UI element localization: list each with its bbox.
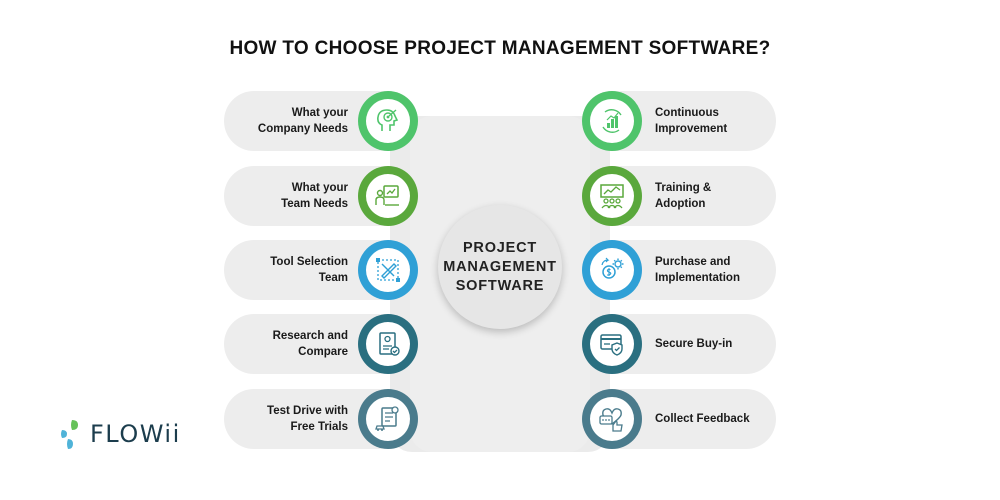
- step-icon-ring: [582, 389, 642, 449]
- step-icon-ring: [358, 314, 418, 374]
- coin-gear-icon: [601, 257, 624, 279]
- step-icon-ring: [358, 389, 418, 449]
- document-check-icon: [379, 332, 400, 356]
- page-title: HOW TO CHOOSE PROJECT MANAGEMENT SOFTWAR…: [229, 38, 771, 59]
- training-board-icon: [600, 184, 624, 209]
- step-label: Secure Buy-in: [655, 338, 733, 350]
- design-tools-icon: [376, 258, 400, 282]
- step-company-needs: What your Company Needs: [224, 91, 418, 151]
- step-test-drive: Test Drive with Free Trials: [224, 389, 418, 449]
- feedback-hand-icon: [599, 408, 623, 432]
- hub-line: MANAGEMENT: [443, 258, 557, 275]
- growth-chart-icon: [602, 109, 622, 133]
- step-label: Research and Compare: [272, 330, 348, 358]
- step-icon-ring: [582, 166, 642, 226]
- hub-line: SOFTWARE: [455, 277, 545, 294]
- step-icon-ring: [358, 91, 418, 151]
- step-label: What your Company Needs: [257, 107, 348, 135]
- step-tool-selection-team: Tool Selection Team: [224, 240, 418, 300]
- step-continuous-improvement: Continuous Improvement: [582, 91, 776, 151]
- step-label: Continuous Improvement: [655, 107, 728, 135]
- logo-wordmark: FLOWii: [90, 420, 181, 448]
- step-collect-feedback: Collect Feedback: [582, 389, 776, 449]
- step-purchase-implementation: Purchase and Implementation: [582, 240, 776, 300]
- step-training-adoption: Training & Adoption: [582, 166, 776, 226]
- step-icon-ring: [582, 91, 642, 151]
- step-team-needs: What your Team Needs: [224, 166, 418, 226]
- head-target-icon: [377, 109, 399, 131]
- droplets-logo-icon: [61, 420, 78, 449]
- hub-line: PROJECT: [462, 239, 538, 256]
- checklist-car-icon: [375, 406, 399, 431]
- secure-card-icon: [600, 334, 623, 356]
- step-icon-ring: [358, 240, 418, 300]
- step-label: Purchase and Implementation: [655, 256, 740, 284]
- step-label: Test Drive with Free Trials: [267, 405, 348, 433]
- central-hub: PROJECT MANAGEMENT SOFTWARE: [438, 205, 562, 329]
- step-icon-ring: [582, 240, 642, 300]
- flowii-logo: FLOWii: [56, 414, 181, 454]
- step-icon-ring: [358, 166, 418, 226]
- step-label: Training & Adoption: [655, 182, 712, 210]
- step-icon-ring: [582, 314, 642, 374]
- step-research-compare: Research and Compare: [224, 314, 418, 374]
- step-label: Collect Feedback: [655, 413, 750, 425]
- step-label: What your Team Needs: [281, 182, 348, 210]
- step-secure-buy-in: Secure Buy-in: [582, 314, 776, 374]
- team-presentation-icon: [375, 185, 399, 206]
- step-label: Tool Selection Team: [270, 256, 348, 284]
